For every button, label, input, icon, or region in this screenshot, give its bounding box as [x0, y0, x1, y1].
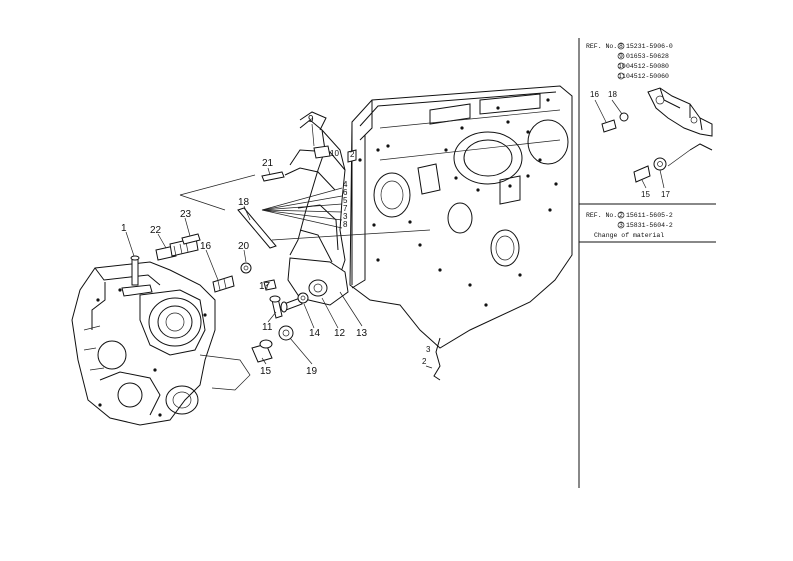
ref2-line1-code: 15611-5605-2 [626, 212, 673, 219]
ref1-line2-code: 01653-50628 [626, 53, 669, 60]
callout-13: 13 [356, 328, 368, 339]
ref1-line3-code: 04512-50080 [626, 63, 669, 70]
callout-8: 8 [343, 220, 348, 229]
loose-parts [155, 171, 441, 381]
inset-detail-1: 16 18 [590, 87, 713, 137]
ref2-line2-circle: 3 [619, 222, 623, 229]
callout-4: 4 [343, 180, 348, 189]
callout-15: 15 [260, 366, 272, 377]
ref1-line2-circle: 9 [619, 53, 623, 60]
callout-2b: 2 [422, 357, 427, 366]
callout-11: 11 [262, 322, 273, 333]
inset1-label-b: 18 [608, 90, 617, 99]
callout-numbers: 1 22 23 16 20 18 21 9 17 11 14 12 13 15 … [121, 114, 431, 377]
ref2-prefix: REF. No. [586, 212, 617, 219]
callout-2: 2 [350, 150, 355, 159]
reference-sidebar: REF. No. 8 15231-5906-0 9 01653-50628 10… [578, 38, 716, 488]
ref1-line3-circle: 10 [618, 63, 626, 70]
callout-22: 22 [150, 225, 162, 236]
callout-17: 17 [259, 281, 271, 292]
engine-block [349, 85, 573, 349]
callout-5: 5 [343, 196, 348, 205]
callout-6: 6 [343, 188, 348, 197]
callout-10: 10 [330, 149, 339, 158]
inset2-label-b: 17 [661, 190, 670, 199]
ref2-line2-code: 15831-5604-2 [626, 222, 673, 229]
callout-9: 9 [308, 114, 314, 125]
callout-14: 14 [309, 328, 321, 339]
gear-case [71, 255, 251, 426]
bracket-assembly [237, 111, 431, 306]
ref1-line1-code: 15231-5906-0 [626, 43, 673, 50]
callout-20: 20 [238, 241, 250, 252]
callout-12: 12 [334, 328, 346, 339]
ref2-note: Change of material [594, 232, 664, 239]
ref1-line4-code: 04512-50060 [626, 73, 669, 80]
callout-18: 18 [238, 197, 250, 208]
ref1-prefix: REF. No. [586, 43, 617, 50]
inset2-label-a: 15 [641, 190, 650, 199]
inset1-label-a: 16 [590, 90, 599, 99]
ref2-line1-circle: 2 [619, 212, 623, 219]
callout-3: 3 [343, 212, 348, 221]
callout-leaders [125, 123, 363, 365]
callout-19: 19 [306, 366, 318, 377]
callout-3b: 3 [426, 345, 431, 354]
callout-21: 21 [262, 158, 274, 169]
callout-1: 1 [121, 223, 127, 234]
ref1-line1-circle: 8 [619, 43, 623, 50]
callout-23: 23 [180, 209, 192, 220]
inset-detail-2: 15 17 [633, 143, 713, 199]
callout-7: 7 [343, 204, 348, 213]
ref1-line4-circle: 11 [618, 73, 626, 80]
callout-16: 16 [200, 241, 212, 252]
